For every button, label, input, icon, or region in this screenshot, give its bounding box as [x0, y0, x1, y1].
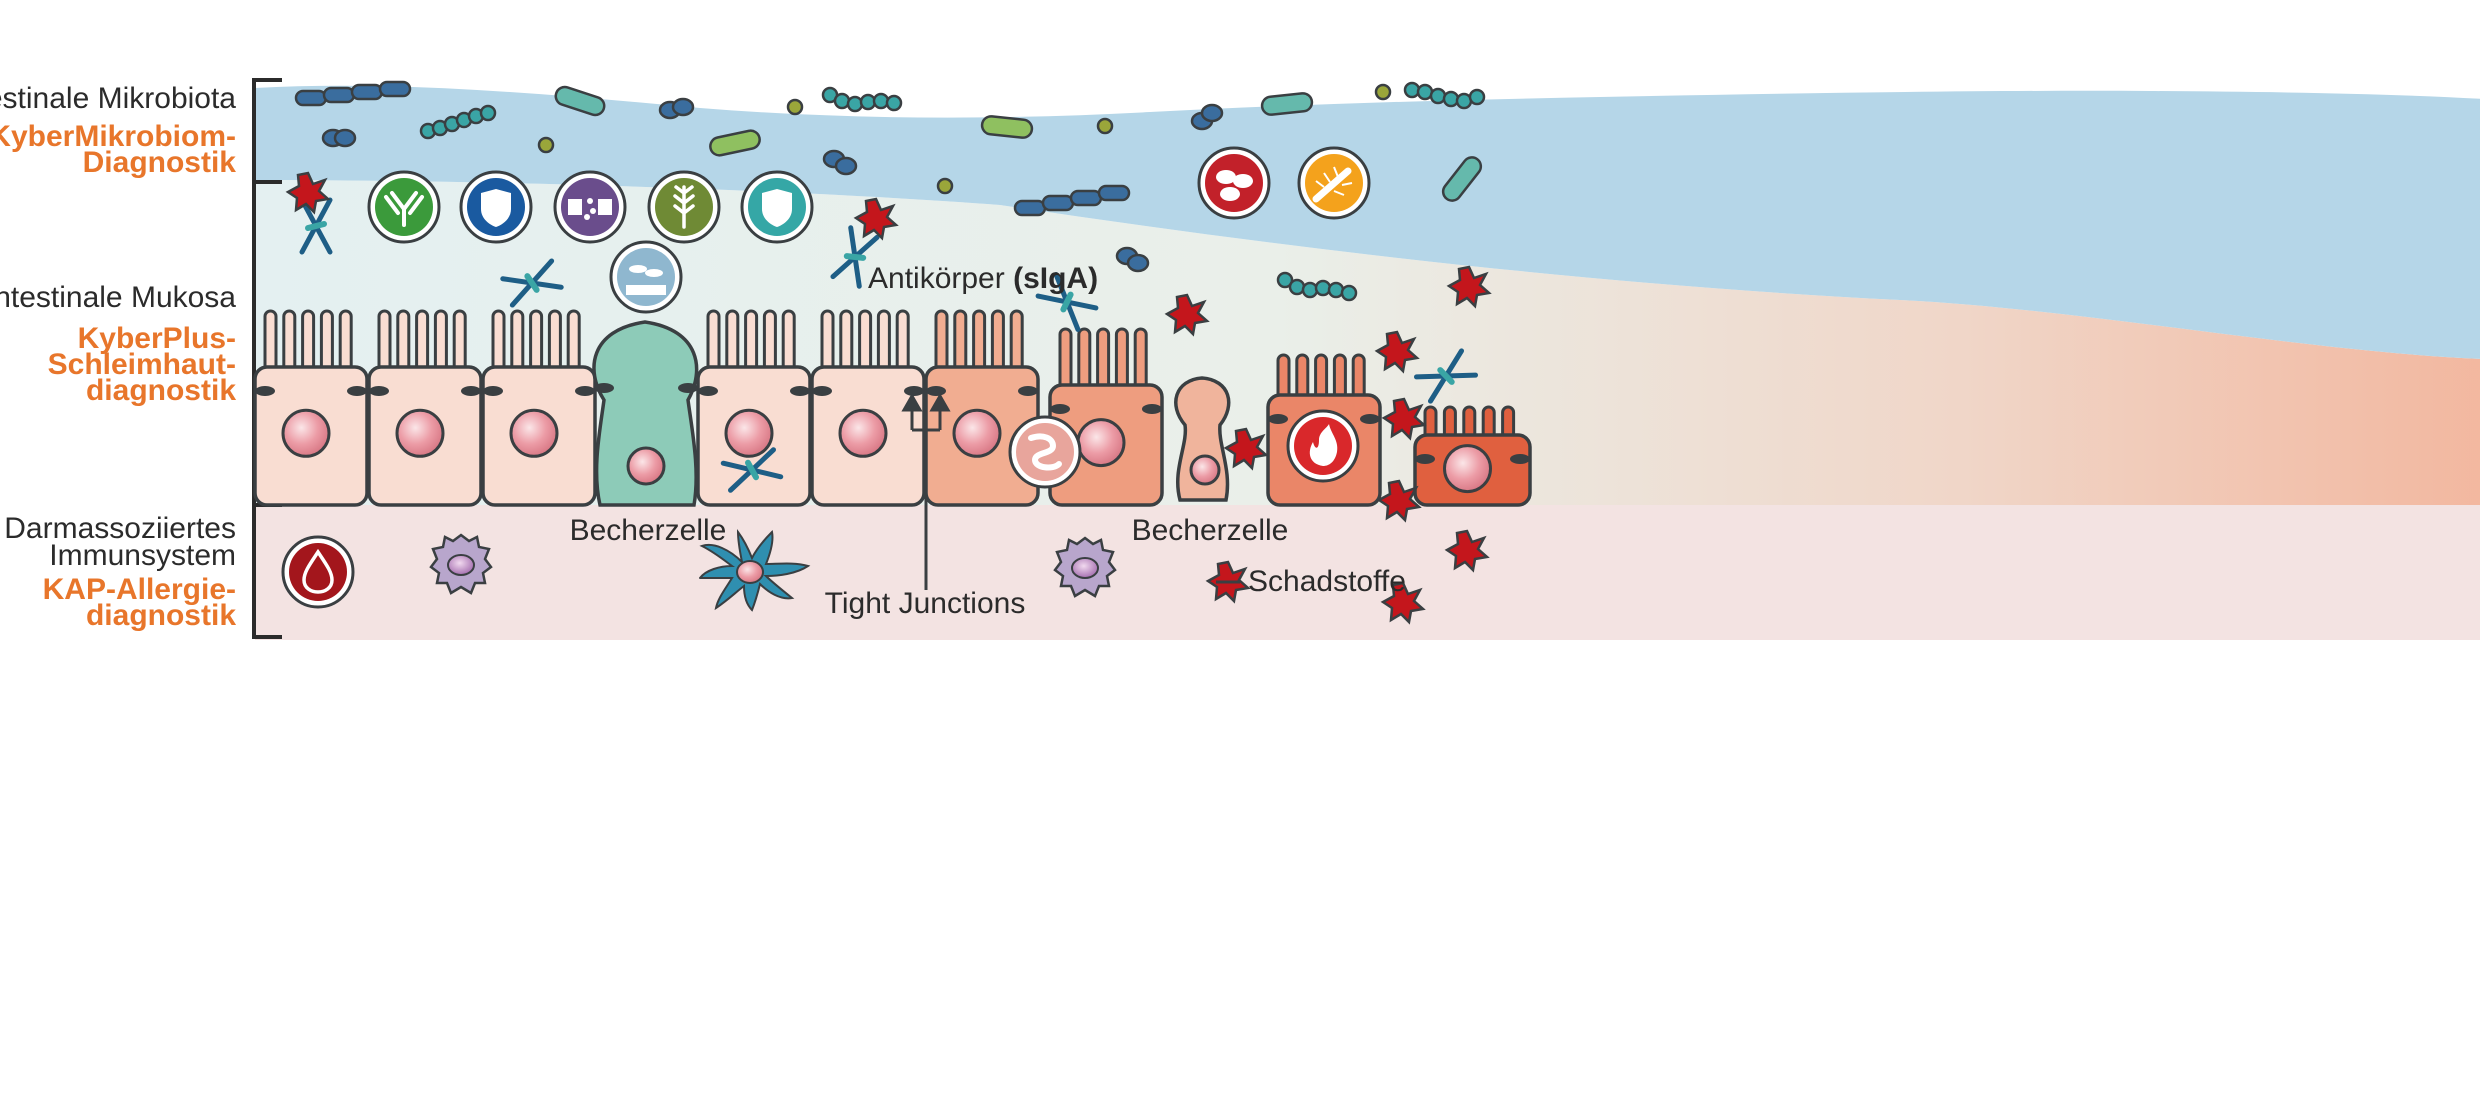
immune-diagnostic-line2: diagnostik: [86, 599, 236, 632]
badges: [281, 146, 1371, 609]
goblet-cell-label-right: Becherzelle: [1132, 514, 1289, 547]
pathogen-icon: [1297, 146, 1371, 220]
labels: Intestinale Mikrobiota KyberMikrobiom- D…: [0, 82, 1406, 632]
goblet-cell-label-left: Becherzelle: [570, 514, 727, 547]
rod-bacteria: [554, 85, 1483, 202]
bacteria-group: [294, 80, 1486, 302]
mucosa-diagnostic-line3: diagnostik: [86, 374, 236, 407]
macrophage-left: [429, 533, 493, 595]
mucosa-diagnostic-line1: KyberPlus-: [78, 322, 236, 355]
enterocyte-9: [1413, 405, 1532, 507]
microbiota-label: Intestinale Mikrobiota: [0, 82, 236, 115]
goblet-cell-left: [592, 320, 699, 507]
diplococcus-bacteria: [321, 97, 1224, 273]
rod-chain-bacteria: [294, 80, 1131, 217]
coccus-bacteria: [537, 83, 1392, 195]
microbiota-diagnostic-line1: KyberMikrobiom-: [0, 120, 236, 153]
antibody-label-prefix: Antikörper: [868, 262, 1005, 295]
streptococcus-bacteria: [419, 81, 1486, 302]
bacteria-cells-icon: [1197, 146, 1271, 220]
immune-label-line1: Darmassoziiertes: [4, 512, 236, 545]
immune-diagnostic-line1: KAP-Allergie-: [43, 573, 236, 606]
wheat-icon: [647, 170, 721, 244]
antibody-label: Antikörper (sIgA): [868, 262, 1098, 295]
shield-icon: [459, 170, 533, 244]
immune-system-layer: [255, 505, 2480, 640]
enterocyte-3: [481, 309, 597, 507]
intestine-icon: [1008, 415, 1082, 489]
immune-cells: [429, 528, 1117, 612]
goblet-cell-right: [1174, 376, 1231, 502]
microbiota-diagnostic-line2: Diagnostik: [83, 146, 237, 179]
epithelium: [253, 309, 1532, 507]
enterocyte-6: [924, 309, 1040, 507]
microbiota-layer: [255, 85, 2480, 359]
mucosa-diagnostic-line2: Schleimhaut-: [48, 348, 236, 381]
dendritic-cell: [697, 528, 811, 612]
antibody-label-bold: (sIgA): [1013, 262, 1098, 295]
enzyme-icon: [553, 170, 627, 244]
enterocyte-5: [810, 309, 926, 507]
enterocyte-7: [1048, 327, 1164, 507]
enterocyte-2: [367, 309, 483, 507]
microbe-cell-icon: [609, 240, 683, 314]
blood-drop-icon: [281, 535, 355, 609]
macrophage-right: [1053, 536, 1117, 598]
shield-teal-icon: [740, 170, 814, 244]
enterocyte-1: [253, 309, 369, 507]
mucosa-label: Intestinale Mukosa: [0, 281, 236, 314]
tight-junctions-label: Tight Junctions: [825, 587, 1026, 620]
enterocyte-4: [696, 309, 812, 507]
antibody-icon: [367, 170, 441, 244]
tight-junction-pointer: [901, 392, 1240, 590]
inflammation-fire-icon: [1286, 409, 1360, 483]
toxins-label: Schadstoffe: [1248, 565, 1406, 598]
immune-label-line2: Immunsystem: [49, 539, 236, 572]
